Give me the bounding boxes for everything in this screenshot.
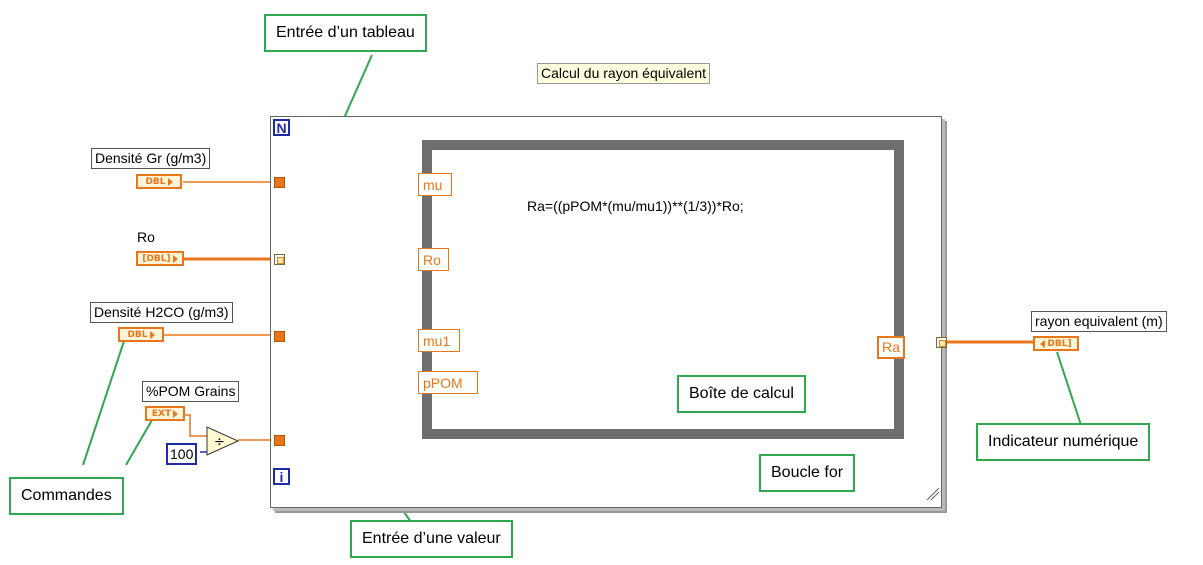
formula-input-ro[interactable]: Ro: [418, 248, 449, 271]
loop-count-terminal[interactable]: N: [273, 119, 290, 136]
formula-input-mu[interactable]: mu: [418, 173, 452, 196]
terminal-type-dbl: DBL: [145, 176, 166, 187]
svg-text:÷: ÷: [214, 435, 225, 450]
callout-controls: Commandes: [9, 477, 124, 515]
terminal-type-ext: EXT: [151, 408, 172, 419]
callout-for-loop: Boucle for: [759, 454, 856, 492]
terminal-type-dbl: DBL: [127, 329, 148, 340]
control-terminal-ro[interactable]: [DBL]: [136, 251, 184, 266]
indicator-label-rayon-equivalent: rayon equivalent (m): [1031, 311, 1167, 332]
callout-value-input: Entrée d’une valeur: [350, 520, 513, 558]
control-label-ro: Ro: [137, 229, 155, 245]
control-label-densite-h2co: Densité H2CO (g/m3): [90, 302, 233, 323]
terminal-arrow-icon: [149, 330, 155, 339]
control-terminal-densite-gr[interactable]: DBL: [136, 174, 182, 189]
constant-100[interactable]: 100: [166, 443, 198, 465]
tunnel-pom[interactable]: [274, 435, 285, 446]
formula-input-mu1[interactable]: mu1: [418, 329, 460, 352]
formula-input-ppom[interactable]: pPOM: [418, 371, 478, 394]
formula-node-frame[interactable]: [422, 140, 904, 439]
control-terminal-pom-grains[interactable]: EXT: [145, 406, 185, 421]
loop-resize-corner[interactable]: [926, 487, 940, 501]
diagram-title-note: Calcul du rayon équivalent: [537, 63, 710, 84]
loop-iteration-terminal[interactable]: i: [273, 468, 290, 485]
terminal-type-dbl: DBL]: [1047, 338, 1072, 349]
callout-array-input: Entrée d’un tableau: [264, 14, 427, 52]
leader-controls-2: [125, 419, 153, 466]
formula-output-ra[interactable]: Ra: [877, 336, 905, 359]
terminal-arrow-icon: [173, 409, 179, 418]
tunnel-ro-array[interactable]: [274, 254, 285, 265]
callout-numeric-indicator: Indicateur numérique: [976, 423, 1151, 461]
terminal-arrow-icon: [167, 177, 173, 186]
terminal-arrow-icon: [1040, 339, 1046, 348]
tunnel-output[interactable]: [936, 337, 947, 348]
indicator-terminal-rayon-equivalent[interactable]: DBL]: [1033, 336, 1079, 351]
leader-controls-1: [82, 334, 127, 466]
leader-indicator: [1056, 351, 1082, 426]
terminal-type-dbl-array: [DBL]: [142, 253, 171, 264]
callout-formula-box: Boîte de calcul: [677, 375, 806, 413]
control-label-densite-gr: Densité Gr (g/m3): [91, 148, 211, 169]
tunnel-densite-gr[interactable]: [274, 177, 285, 188]
control-terminal-densite-h2co[interactable]: DBL: [118, 327, 164, 342]
divide-node: ÷: [206, 426, 240, 456]
terminal-arrow-icon: [172, 254, 178, 263]
formula-expression[interactable]: Ra=((pPOM*(mu/mu1))**(1/3))*Ro;: [527, 198, 744, 214]
control-label-pom-grains: %POM Grains: [142, 381, 240, 402]
tunnel-densite-h2co[interactable]: [274, 331, 285, 342]
wire-pom-divide: [180, 414, 208, 437]
